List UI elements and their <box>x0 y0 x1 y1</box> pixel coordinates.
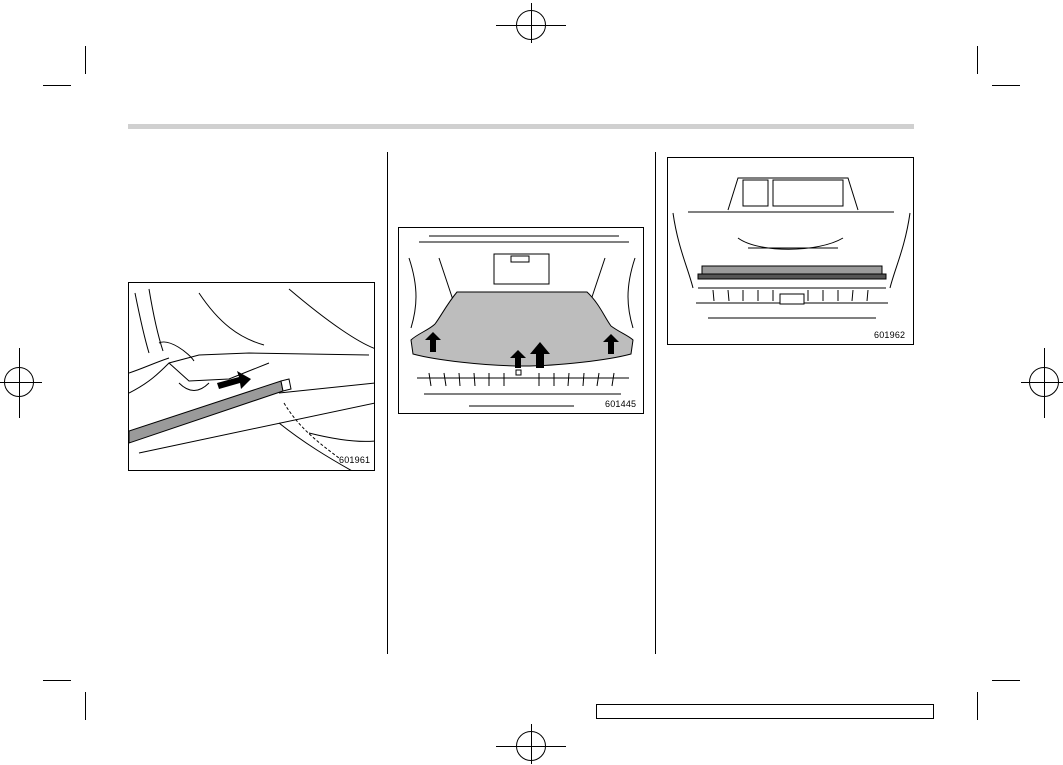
crop-mark-top-right-v <box>977 46 978 74</box>
figure-id: 601445 <box>605 399 637 409</box>
figure-cargo-cover-stowed: 601962 <box>667 157 914 345</box>
figure-cargo-floor: 601445 <box>398 227 644 414</box>
footer-box <box>596 704 934 719</box>
column-divider-2 <box>655 152 656 654</box>
crop-mark-top-left-h <box>43 85 71 86</box>
crop-mark-bottom-left-h <box>43 680 71 681</box>
crop-mark-bottom-right-v <box>977 692 978 720</box>
crop-mark-bottom-left-v <box>85 692 86 720</box>
crop-mark-bottom-right-h <box>992 680 1020 681</box>
crop-mark-top-left-v <box>85 46 86 74</box>
header-bar <box>128 124 914 129</box>
figure-cargo-cover-attach: 601961 <box>128 282 375 471</box>
column-divider-1 <box>387 152 388 654</box>
figure-id: 601962 <box>874 330 906 340</box>
crop-mark-top-right-h <box>992 85 1020 86</box>
figure-id: 601961 <box>339 455 371 465</box>
